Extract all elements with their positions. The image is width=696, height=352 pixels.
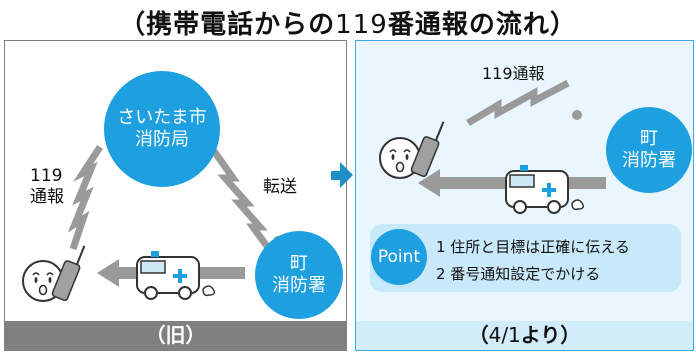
town-circle-new-line-1: 町 bbox=[640, 127, 658, 149]
report-label-line-1: 119 bbox=[30, 166, 63, 186]
transfer-label: 転送 bbox=[263, 177, 297, 197]
ambulance-icon bbox=[136, 251, 216, 300]
right-signal-graphics bbox=[379, 79, 606, 214]
report-119-label: 119 通報 bbox=[30, 166, 64, 209]
new-footer-date: 4/1 bbox=[488, 323, 521, 347]
town-circle-line-1: 町 bbox=[290, 252, 308, 274]
mobile-phone-icon bbox=[51, 245, 86, 302]
title-close: 番通報の流れ） bbox=[387, 10, 577, 40]
report-119-label-new: 119通報 bbox=[482, 64, 545, 83]
point-badge: Point bbox=[371, 229, 427, 285]
town-fire-station-circle-new: 町 消防署 bbox=[606, 107, 692, 193]
ambulance-icon bbox=[505, 165, 585, 214]
new-footer-close: より） bbox=[520, 323, 581, 347]
page-title: （携帯電話からの119番通報の流れ） bbox=[0, 4, 696, 41]
town-circle-new-line-2: 消防署 bbox=[622, 150, 676, 171]
old-flow-panel: さいたま市 消防局 町 消防署 119 通報 転送 （旧） bbox=[4, 40, 347, 351]
saitama-fire-bureau-circle: さいたま市 消防局 bbox=[104, 71, 220, 187]
point-item-1: 1 住所と目標は正確に伝える bbox=[436, 238, 630, 256]
lightning-signal-icon bbox=[211, 148, 283, 252]
mobile-phone-icon bbox=[410, 121, 445, 178]
town-circle-line-2: 消防署 bbox=[272, 275, 326, 296]
new-footer-open: （ bbox=[468, 323, 489, 347]
center-circle-line-1: さいたま市 bbox=[117, 106, 207, 128]
title-number: 119 bbox=[335, 10, 388, 40]
new-footer: （4/1より） bbox=[356, 321, 693, 350]
lightning-signal-icon bbox=[466, 79, 582, 127]
new-flow-panel: 119通報 bbox=[355, 40, 694, 351]
title-open: （携帯電話からの bbox=[119, 10, 336, 40]
worried-person-icon bbox=[379, 137, 421, 179]
town-fire-station-circle: 町 消防署 bbox=[255, 231, 343, 319]
report-label-line-2: 通報 bbox=[30, 187, 64, 208]
flow-arrow-icon bbox=[331, 162, 353, 188]
center-circle-line-2: 消防局 bbox=[135, 129, 189, 150]
old-footer: （旧） bbox=[5, 321, 346, 350]
point-item-2: 2 番号通知設定でかける bbox=[436, 265, 601, 283]
